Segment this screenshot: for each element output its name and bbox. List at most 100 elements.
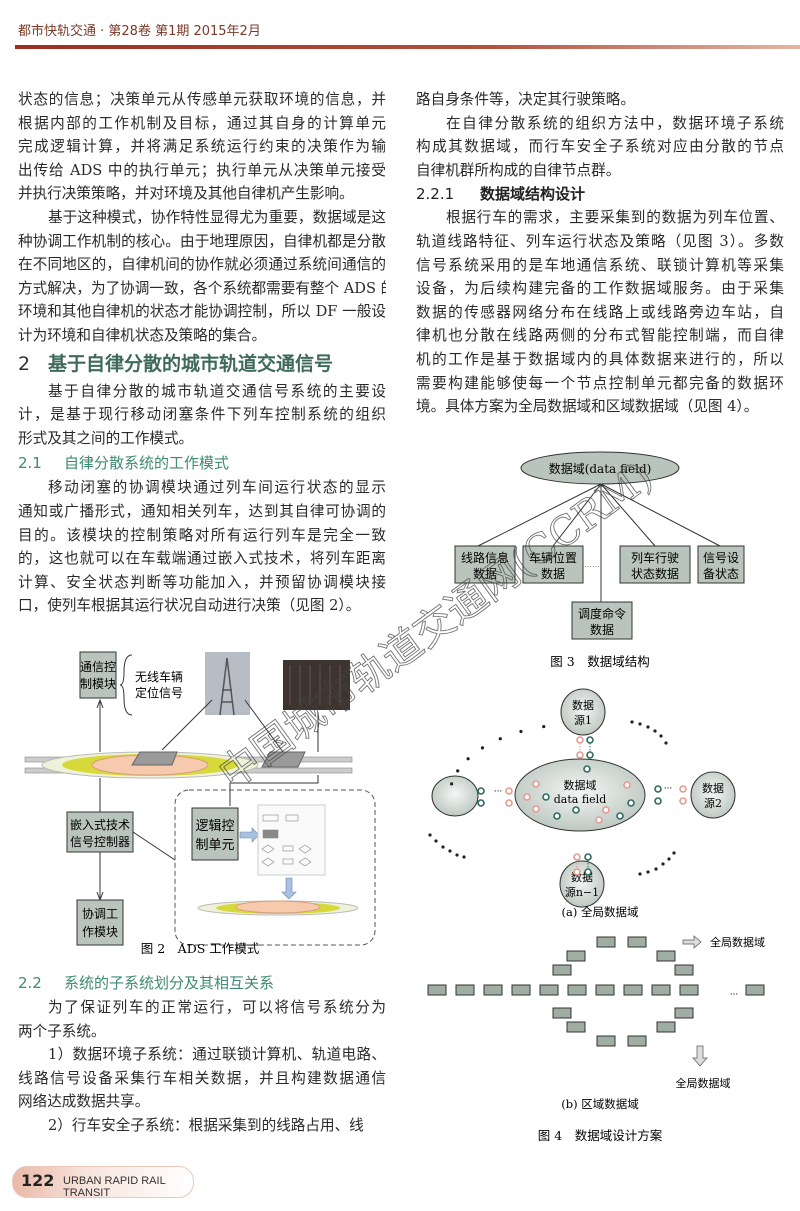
figure-3-caption: 图 3 数据域结构 xyxy=(550,654,649,669)
ellipsis-dot xyxy=(661,862,665,866)
section-number: 2 xyxy=(18,352,31,375)
global-label-down: 全局数据域 xyxy=(676,1076,731,1090)
figure-4a-caption: (a) 全局数据域 xyxy=(562,905,639,919)
ellipsis-dot xyxy=(441,845,445,849)
svg-text:备状态: 备状态 xyxy=(703,567,739,581)
node-vehicle-position: 车辆位置 数据 xyxy=(522,545,584,584)
ellipsis-dot xyxy=(664,741,668,745)
flowchart-thumbnail xyxy=(257,804,326,876)
svg-text:信号控制器: 信号控制器 xyxy=(70,835,130,849)
paragraph-line: 状态的信息；决策单元从传感单元获取环境的信息，并 xyxy=(18,91,386,108)
paragraph-line: 通知或广播形式，通知相关列车，达到其自律可协调的 xyxy=(18,502,386,520)
regional-node xyxy=(596,936,616,948)
paragraph-line: 机的工作是基于数据域内的具体数据来进行的，所以 xyxy=(416,350,784,368)
paragraph-line: 线路信号设备采集行车相关数据，并且构建数据通信 xyxy=(18,1069,386,1087)
coordination-module-box: 协调工 作模块 xyxy=(76,899,124,946)
data-point-marker xyxy=(584,853,592,861)
section-number: 2.2 xyxy=(18,974,42,992)
arrow-down-icon xyxy=(692,1045,708,1067)
regional-node xyxy=(651,984,671,996)
dashed-subsystem-box xyxy=(174,789,376,946)
paragraph-line: 在自律分散系统的组织方法中，数据环境子系统 xyxy=(446,114,784,132)
ellipsis-dot xyxy=(448,849,452,853)
regional-node xyxy=(511,984,531,996)
regional-node xyxy=(656,1021,676,1033)
data-point-marker xyxy=(542,793,550,801)
data-source-unlabeled xyxy=(431,775,479,817)
svg-text:线路信息: 线路信息 xyxy=(461,550,509,565)
section-title: 自律分散系统的工作模式 xyxy=(64,454,230,473)
data-point-marker xyxy=(573,853,581,861)
svg-text:车辆位置: 车辆位置 xyxy=(529,550,577,565)
data-point-marker xyxy=(505,787,513,795)
ellipsis-dot xyxy=(456,769,460,773)
ellipsis-dot xyxy=(434,839,438,843)
regional-node xyxy=(566,950,586,962)
bottom-track-ellipse xyxy=(197,900,359,916)
data-point-marker xyxy=(586,736,594,744)
paragraph-line: 基于自律分散的城市轨道交通信号系统的主要设 xyxy=(48,382,386,400)
ellipsis-dot xyxy=(646,725,650,729)
data-field-root xyxy=(520,451,680,485)
figure-4b-caption: (b) 区域数据域 xyxy=(561,1097,639,1111)
arrow-down-icon xyxy=(281,877,297,900)
ellipsis-dot xyxy=(638,722,642,726)
data-point-marker xyxy=(627,799,635,807)
paragraph-line: 信号系统采用的是车地通信系统、联锁计算机等采集 xyxy=(416,256,784,274)
data-point-marker xyxy=(586,751,594,759)
section-heading: 2.1 自律分散系统的工作模式 xyxy=(18,450,386,476)
train-2 xyxy=(261,751,306,768)
svg-text:data field: data field xyxy=(554,793,606,806)
svg-text:数据: 数据 xyxy=(541,566,565,581)
data-point-marker xyxy=(477,799,485,807)
data-point-marker xyxy=(654,797,662,805)
section-number: 2.2.1 xyxy=(416,185,455,204)
svg-text:数据: 数据 xyxy=(702,781,724,795)
regional-node xyxy=(679,984,699,996)
svg-text:作模块: 作模块 xyxy=(82,925,118,939)
ellipsis-dot xyxy=(667,857,671,861)
ellipsis-dot xyxy=(466,757,470,761)
paragraph-line: 自律机群所构成的自律节点群。 xyxy=(416,161,621,179)
svg-text:数据: 数据 xyxy=(572,698,594,712)
section-number: 2.1 xyxy=(18,454,42,473)
nodes-ellipsis: …… xyxy=(584,560,600,569)
data-point-marker xyxy=(576,736,584,744)
ellipsis-dot xyxy=(630,720,634,724)
paragraph-line: 根据行车的需求，主要采集到的数据为列车位置、 xyxy=(446,209,784,227)
data-source-1: 数据 源1 xyxy=(560,688,606,736)
svg-text:数据: 数据 xyxy=(473,566,497,581)
paragraph-line: 计，是基于现行移动闭塞条件下列车控制系统的组织 xyxy=(18,406,386,424)
paragraph-line: 构成其数据域，而行车安全子系统对应由分散的节点 xyxy=(416,138,784,156)
data-point-marker xyxy=(505,799,513,807)
regional-node xyxy=(566,1021,586,1033)
paragraph-line: 2）行车安全子系统：根据采集到的线路占用、线 xyxy=(48,1116,364,1134)
paragraph-line: 1）数据环境子系统：通过联锁计算机、轨道电路、 xyxy=(48,1046,386,1064)
node-signal-equipment: 信号设 备状态 xyxy=(697,545,745,584)
paragraph-line: 设备，为后续构建完备的工作数据域服务。由于采集 xyxy=(416,280,784,298)
paragraph-line: 计为环境和自律机状态及策略的集合。 xyxy=(18,326,267,344)
section-title: 数据域结构设计 xyxy=(480,185,586,204)
data-point-marker xyxy=(679,785,687,793)
train-1 xyxy=(131,751,178,766)
ellipsis-dot xyxy=(519,729,523,734)
journal-english-name: URBAN RAPID RAIL TRANSIT xyxy=(63,1175,166,1199)
paragraph-line: 环境和其他自律机的状态才能协调控制，所以 DF 一般设 xyxy=(18,303,386,321)
data-point-marker xyxy=(523,793,531,801)
regional-node xyxy=(627,1035,647,1047)
figure-2-caption: 图 2 ADS 工作模式 xyxy=(141,941,260,956)
ellipsis-dot xyxy=(659,734,663,738)
paragraph-line: 移动闭塞的协调模块通过列车间运行状态的显示 xyxy=(48,479,386,497)
data-point-marker xyxy=(602,806,610,814)
paragraph-line: 的，这也就可以在车载端通过嵌入式技术，将列车距离 xyxy=(18,550,386,568)
data-source-2: 数据 源2 xyxy=(690,771,736,819)
paragraph-line: 在不同地区的，自律机间的协作就必须通过系统间通信的 xyxy=(18,256,386,274)
left-column: 状态的信息；决策单元从传感单元获取环境的信息，并根据内部的工作机制及目标，通过其… xyxy=(18,88,386,618)
link-dots-left: ··· xyxy=(494,787,503,797)
arrow-right-icon xyxy=(239,827,260,843)
data-point-marker xyxy=(572,806,580,814)
